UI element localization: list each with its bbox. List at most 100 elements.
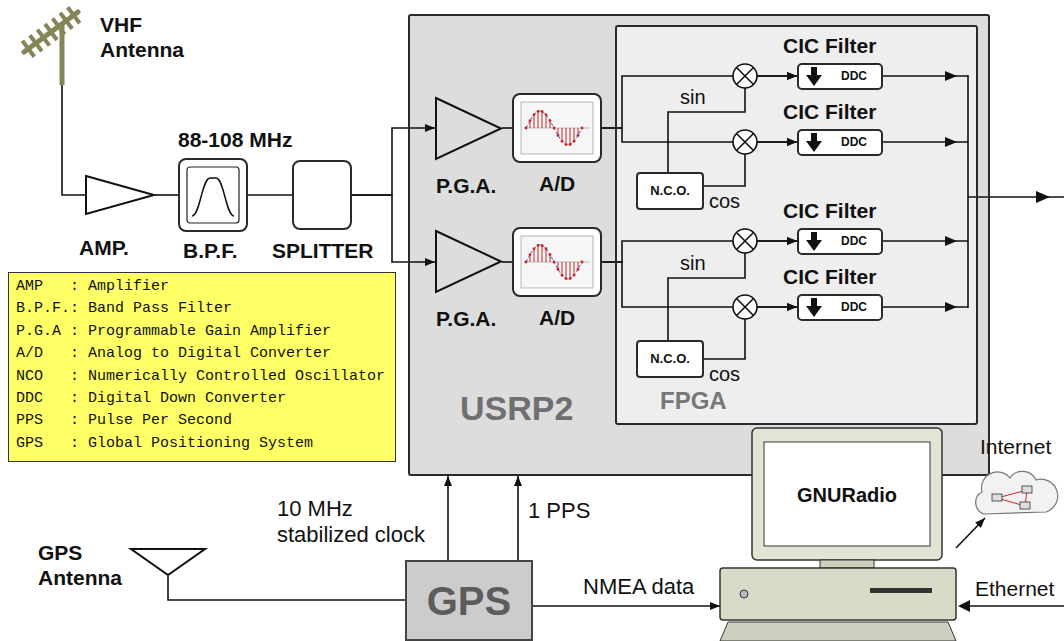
sample-dot xyxy=(561,274,564,277)
signal-label: sin xyxy=(680,86,706,108)
mixer-cross xyxy=(737,299,754,316)
abbreviation-entry: DDC : Digital Down Converter xyxy=(16,390,286,408)
sample-dot xyxy=(565,143,568,146)
node-label: AMP. xyxy=(79,235,129,260)
signal-connector xyxy=(62,85,85,195)
node-label: VHF Antenna xyxy=(100,12,212,62)
decimation-arrow xyxy=(806,232,822,251)
block-heading: CIC Filter xyxy=(783,99,876,124)
mixer-circle xyxy=(733,295,757,319)
drive-slot xyxy=(870,588,932,593)
sine-curve xyxy=(526,111,582,145)
antenna-element xyxy=(68,7,80,23)
monitor-bezel xyxy=(752,428,942,560)
arrow-head xyxy=(945,236,957,246)
sample-stem xyxy=(534,249,535,262)
port-label: Ethernet xyxy=(975,576,1054,601)
sample-stem xyxy=(546,115,547,128)
signal-connector xyxy=(502,127,512,129)
triangle-outline xyxy=(436,98,501,159)
sample-dot xyxy=(533,247,536,250)
node-label: N.C.O. xyxy=(650,183,690,199)
abbreviation-entry: PPS : Pulse Per Second xyxy=(16,412,232,430)
sample-dot xyxy=(541,110,544,113)
abbreviation-entry: AMP : Amplifier xyxy=(16,278,169,296)
antenna-element xyxy=(53,18,65,34)
cic-filter-box: CIC FilterDDC xyxy=(797,129,883,156)
block-heading: CIC Filter xyxy=(783,264,876,289)
mixer-cross xyxy=(737,68,754,85)
sample-dot xyxy=(549,119,552,122)
signal-label: NMEA data xyxy=(583,574,694,600)
decimation-arrow xyxy=(806,67,822,86)
antenna-element xyxy=(37,30,49,46)
pga-triangle-outline xyxy=(435,230,502,293)
sample-stem xyxy=(538,111,539,128)
adc-box: A/D xyxy=(512,227,602,297)
mixer-symbol xyxy=(733,295,757,319)
keyboard xyxy=(720,622,956,641)
sample-dot xyxy=(525,127,528,130)
sample-dot xyxy=(581,127,584,130)
sample-dot xyxy=(525,261,528,264)
adc-box: A/D xyxy=(512,93,602,163)
node-label: USRP2 xyxy=(460,388,573,429)
cic-filter-box-outline xyxy=(799,230,881,253)
node-label: GPS Antenna xyxy=(38,540,126,590)
antenna-triangle xyxy=(131,549,205,575)
cic-filter-box-outline xyxy=(799,131,881,154)
signal-label: cos xyxy=(709,190,740,212)
arrow-head xyxy=(945,71,957,81)
mixer-circle xyxy=(733,64,757,88)
internet-cloud-outline xyxy=(970,470,1058,518)
sample-stem xyxy=(566,262,567,279)
sample-dot xyxy=(557,134,560,137)
fpga-block-fill xyxy=(615,25,978,425)
signal-connector xyxy=(668,241,797,340)
nco-box: N.C.O. xyxy=(636,340,704,378)
sample-dot xyxy=(549,253,552,256)
scope-panel xyxy=(521,102,593,154)
mixer-circle xyxy=(733,130,757,154)
cic-filter-box: CIC FilterDDC xyxy=(797,63,883,90)
adc-box-outline xyxy=(514,95,600,161)
node-label: DDC xyxy=(841,300,867,314)
mixer-circle xyxy=(733,229,757,253)
signal-label: sin xyxy=(680,252,706,274)
sample-stem xyxy=(562,262,563,275)
pga-triangle-outline xyxy=(435,97,502,160)
sample-dot xyxy=(545,113,548,116)
sample-dot xyxy=(577,268,580,271)
splitter-box: SPLITTER xyxy=(292,160,352,230)
pga-triangle: P.G.A. xyxy=(435,230,502,293)
ethernet-wire xyxy=(962,605,1064,607)
antenna-element xyxy=(45,24,57,40)
sample-dot xyxy=(529,253,532,256)
node-label: B.P.F. xyxy=(183,238,237,263)
node-label: FPGA xyxy=(660,387,727,416)
computer-icon: GNURadio xyxy=(720,428,956,641)
mixer-cross xyxy=(737,134,754,151)
sample-stem xyxy=(570,262,571,279)
internet-cloud: Internet xyxy=(970,470,1058,518)
sample-dot xyxy=(565,277,568,280)
node-label: DDC xyxy=(841,69,867,83)
sample-dot xyxy=(537,110,540,113)
sample-stem xyxy=(542,245,543,262)
node-label: N.C.O. xyxy=(650,351,690,367)
cic-filter-box-outline xyxy=(799,65,881,88)
sample-stem xyxy=(546,249,547,262)
node-label: P.G.A. xyxy=(436,306,496,331)
signal-connector xyxy=(602,76,797,128)
node-label: SPLITTER xyxy=(272,238,374,263)
network-computer xyxy=(1020,502,1030,509)
sample-dot xyxy=(573,274,576,277)
signal-label: 10 MHz stabilized clock xyxy=(277,496,432,549)
sample-dot xyxy=(577,134,580,137)
signal-connector xyxy=(168,576,405,600)
node-label: GPS xyxy=(427,577,511,625)
cic-filter-box-outline xyxy=(799,296,881,319)
gps-receiver: GPS xyxy=(405,560,533,641)
sample-dot xyxy=(561,140,564,143)
mixer-symbol xyxy=(733,229,757,253)
